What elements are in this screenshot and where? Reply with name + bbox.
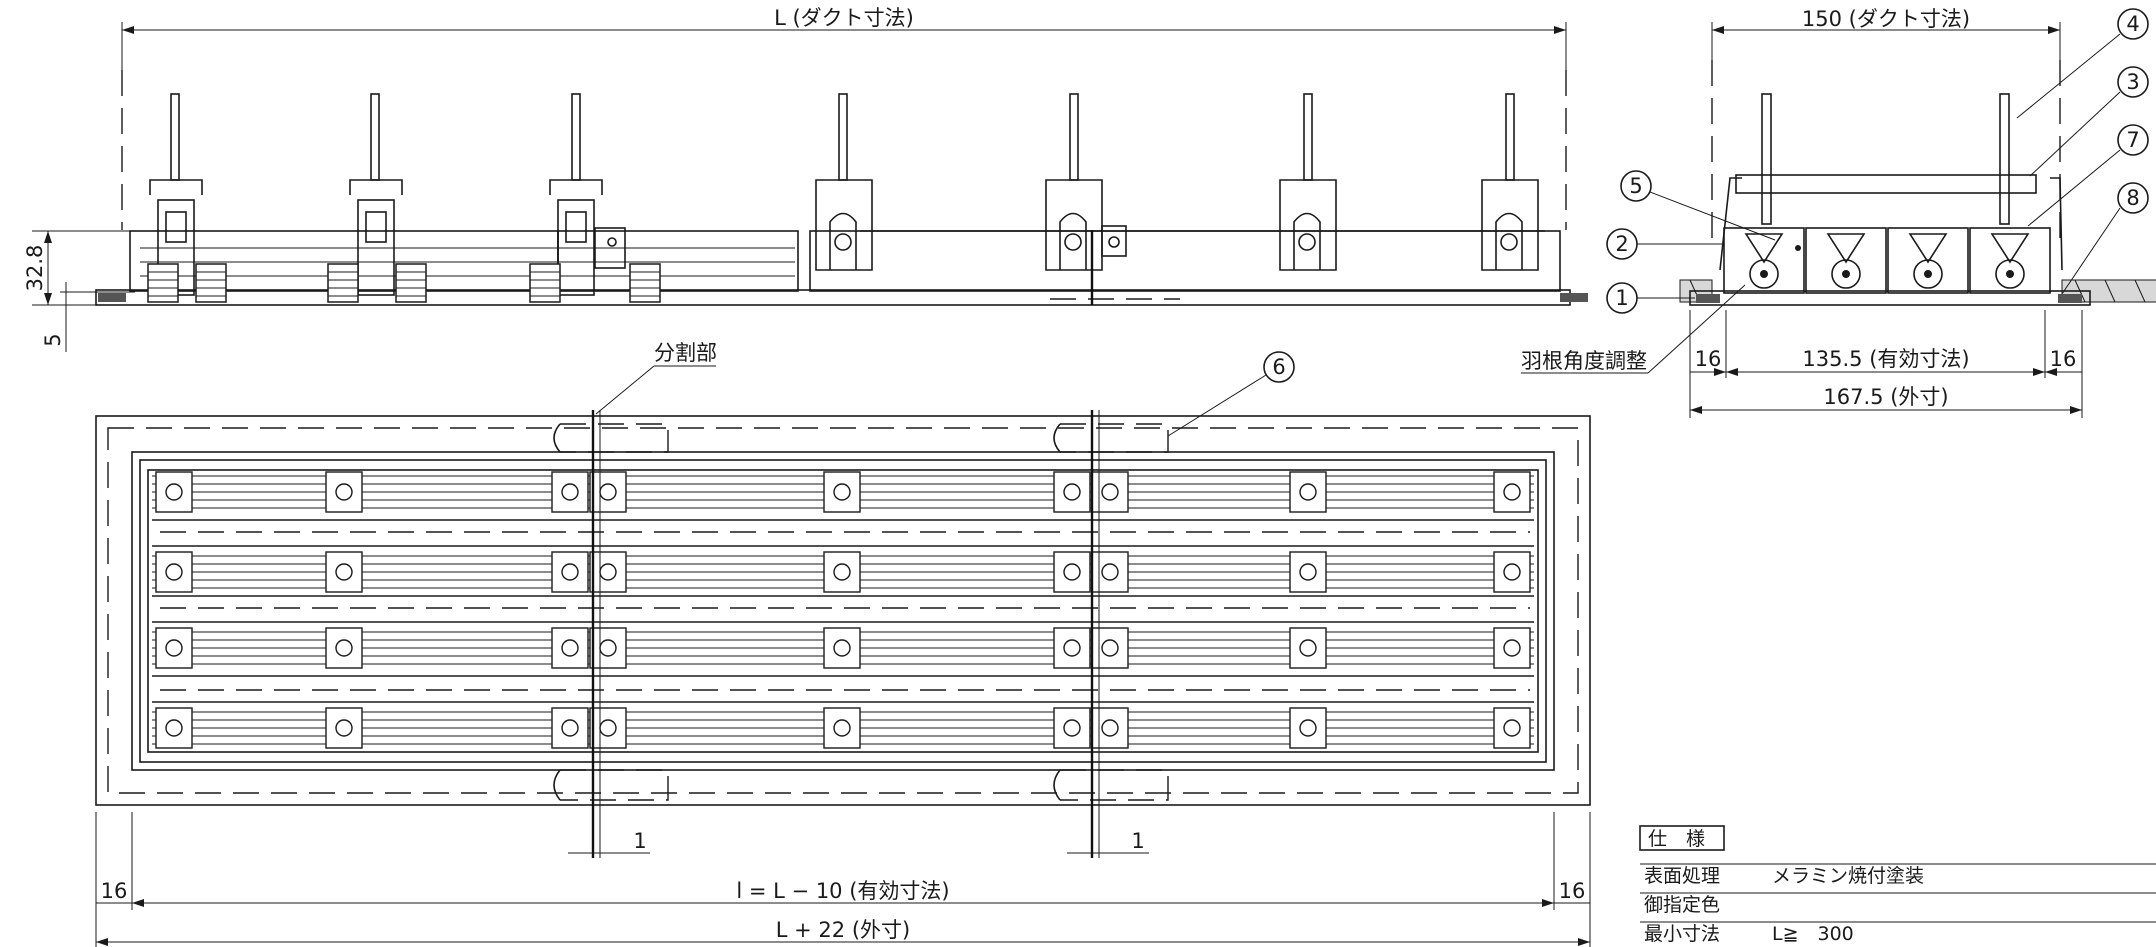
dim-bottom-16-left: 16 bbox=[101, 879, 128, 903]
hanger-open-2 bbox=[1045, 93, 1127, 271]
callout-6: 6 bbox=[1272, 355, 1285, 379]
label-split: 分割部 bbox=[654, 341, 717, 365]
spec-table: 仕 様 表面処理 メラミン焼付塗装 御指定色 最小寸法 L≧ 300 bbox=[1639, 825, 2156, 945]
plan-view: 分割部 1 1 16 l = L − 10 (有効寸法) 16 L + 22 (… bbox=[95, 341, 1591, 947]
side-section-view: 150 (ダクト寸法) bbox=[1521, 7, 2156, 418]
spec-row-3-key: 最小寸法 bbox=[1644, 923, 1720, 945]
hanger-open-1 bbox=[815, 93, 873, 271]
callout-2: 2 bbox=[1615, 232, 1628, 256]
dim-height: 32.8 bbox=[23, 245, 47, 292]
spec-row-3-value: L≧ 300 bbox=[1772, 923, 1854, 945]
dim-side-16-right: 16 bbox=[2050, 347, 2077, 371]
front-elevation-view: L (ダクト寸法) 32.8 5 bbox=[23, 6, 1588, 352]
spec-row-2-key: 御指定色 bbox=[1644, 894, 1720, 916]
dim-duct-150: 150 (ダクト寸法) bbox=[1802, 7, 1970, 31]
callout-1: 1 bbox=[1615, 286, 1628, 310]
dim-side-effective: 135.5 (有効寸法) bbox=[1802, 347, 1969, 371]
dim-top-length: L (ダクト寸法) bbox=[774, 6, 914, 30]
hanger-closed-3 bbox=[529, 93, 661, 303]
callout-8: 8 bbox=[2126, 186, 2139, 210]
dim-gap-left: 1 bbox=[633, 829, 646, 853]
callout-3: 3 bbox=[2126, 70, 2139, 94]
blade-rows bbox=[152, 475, 1534, 745]
dim-bottom-outer: L + 22 (外寸) bbox=[776, 918, 910, 942]
callout-7: 7 bbox=[2126, 128, 2139, 152]
spec-heading: 仕 様 bbox=[1648, 828, 1705, 850]
blade-clips bbox=[155, 471, 1531, 749]
dim-bottom-16-right: 16 bbox=[1559, 879, 1586, 903]
hanger-open-4 bbox=[1481, 93, 1539, 271]
dim-side-16-left: 16 bbox=[1695, 347, 1722, 371]
hanger-closed-1 bbox=[147, 93, 227, 303]
spec-row-1-key: 表面処理 bbox=[1644, 865, 1720, 887]
hanger-closed-2 bbox=[327, 93, 427, 303]
spec-row-1-value: メラミン焼付塗装 bbox=[1772, 864, 1924, 887]
callout-5: 5 bbox=[1629, 174, 1642, 198]
label-blade-adjust: 羽根角度調整 bbox=[1521, 349, 1647, 373]
callout-4: 4 bbox=[2126, 12, 2139, 36]
dim-gap-right: 1 bbox=[1131, 829, 1144, 853]
blade-cells bbox=[1723, 227, 2051, 294]
callout-balloons: 4 3 7 8 5 2 1 6 bbox=[1167, 8, 2149, 437]
dim-side-outer: 167.5 (外寸) bbox=[1823, 385, 1948, 409]
split-slots bbox=[553, 423, 1169, 801]
dim-bottom-effective: l = L − 10 (有効寸法) bbox=[736, 879, 949, 903]
dim-flange: 5 bbox=[41, 333, 65, 346]
hanger-open-3 bbox=[1279, 93, 1337, 271]
